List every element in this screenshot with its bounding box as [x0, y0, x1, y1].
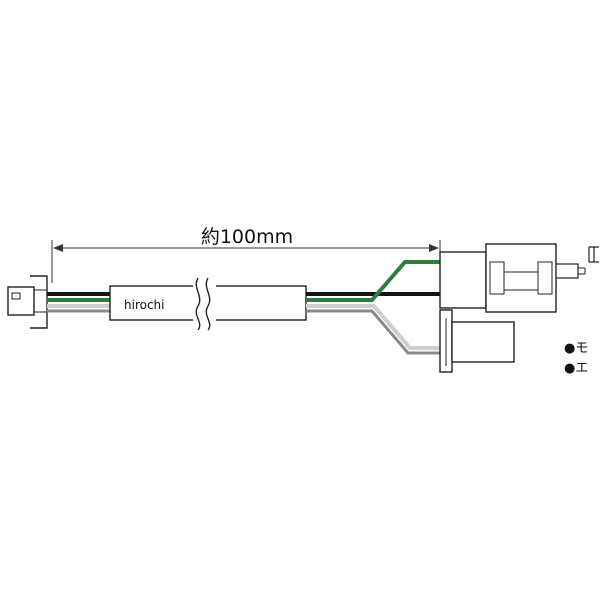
right-edge-fragments: ●モ ●エ — [564, 246, 599, 376]
sleeve-right — [213, 285, 307, 321]
wire-gray-branch — [306, 309, 440, 355]
dimension-arrow-left — [53, 244, 63, 252]
sleeve-left — [109, 285, 196, 321]
clipped-glyph — [588, 246, 599, 263]
sleeve-break-gap — [193, 280, 216, 326]
upper-right-connector — [439, 243, 586, 313]
wire-green-branch — [306, 260, 440, 302]
dimension-indicator: 約100mm — [51, 224, 441, 283]
break-mark-left — [195, 277, 201, 331]
watermark-text: hirochi — [124, 298, 165, 312]
wire-white-branch — [306, 304, 440, 350]
break-mark-right — [205, 277, 211, 331]
upper-connector-pin — [555, 263, 579, 279]
left-connector-latch — [11, 292, 21, 300]
lower-right-connector — [439, 309, 515, 373]
note-line-1: ●モ — [564, 341, 588, 356]
dimension-label: 約100mm — [201, 226, 293, 248]
note-line-2: ●エ — [564, 361, 588, 376]
upper-connector-housing — [439, 251, 487, 309]
wire-bundle-left — [47, 292, 120, 313]
harness-sleeve: hirochi — [109, 277, 307, 331]
dimension-arrow-right — [429, 244, 439, 252]
lower-connector-body — [451, 321, 515, 363]
left-connector — [7, 275, 48, 329]
dimension-label-bg — [188, 224, 308, 246]
left-connector-body — [7, 286, 35, 316]
wire-bundle-right — [306, 260, 440, 355]
